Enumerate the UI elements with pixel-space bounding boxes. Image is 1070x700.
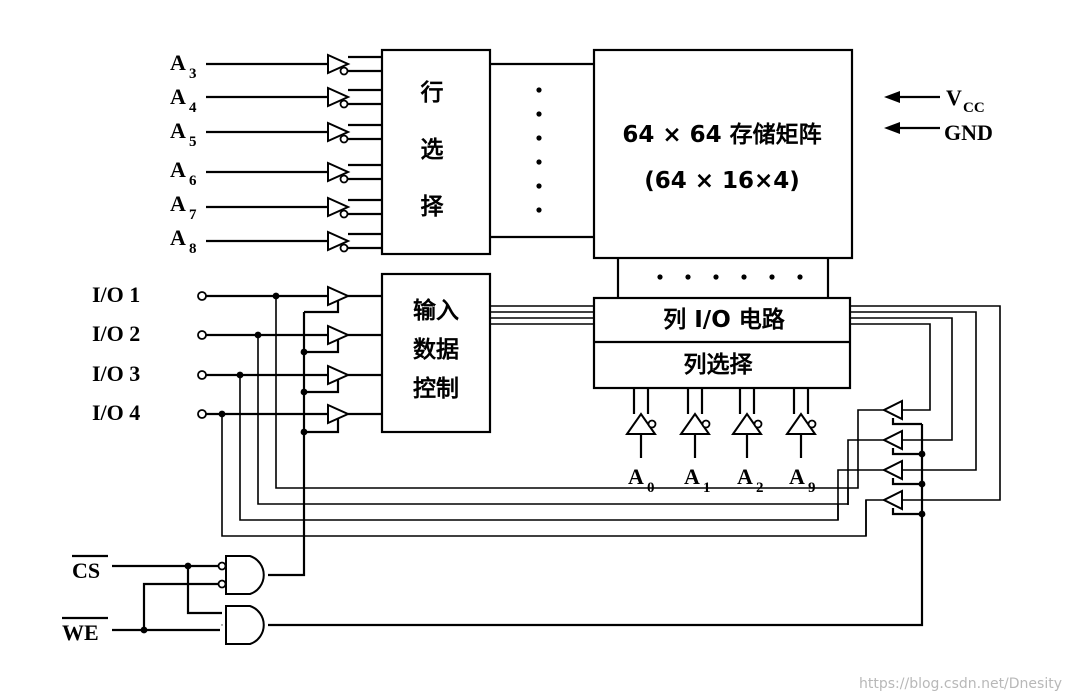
address-label: A xyxy=(170,191,186,216)
gnd-arrow-icon xyxy=(884,122,900,134)
address-label: A xyxy=(789,464,805,489)
address-subscript: 3 xyxy=(189,66,197,82)
address-subscript: 7 xyxy=(189,207,197,223)
column-address-a9: A 9 xyxy=(789,464,816,496)
address-label: A xyxy=(170,225,186,250)
control-logic: CS WE xyxy=(62,554,265,645)
address-label: A xyxy=(628,464,644,489)
memory-array-title: 64 × 64 存储矩阵 xyxy=(622,121,821,148)
io-pin-3-label: I/O 3 xyxy=(92,361,140,386)
row-address-buffers xyxy=(206,53,382,253)
column-io-label: 列 I/O 电路 xyxy=(663,306,786,333)
row-address-a7: A 7 xyxy=(170,191,197,223)
address-subscript: 4 xyxy=(189,100,197,116)
output-path xyxy=(218,292,1001,627)
io-pin-1-label: I/O 1 xyxy=(92,282,140,307)
io-pin-2-label: I/O 2 xyxy=(92,321,140,346)
column-address-a1: A 1 xyxy=(684,464,711,496)
address-label: A xyxy=(170,118,186,143)
address-label: A xyxy=(170,157,186,182)
row-address-inputs: A 3 A 4 A 5 A 6 A 7 A 8 xyxy=(170,50,382,257)
power-pins: V CC GND xyxy=(884,85,993,145)
row-address-a5: A 5 xyxy=(170,118,197,150)
row-select-char-3: 择 xyxy=(421,194,445,220)
column-select-label: 列选择 xyxy=(684,352,754,378)
gnd-label: GND xyxy=(944,120,993,145)
column-io-block: 列 I/O 电路 列选择 xyxy=(592,296,852,390)
address-label: A xyxy=(170,50,186,75)
io-pin-4-label: I/O 4 xyxy=(92,400,140,425)
we-label: WE xyxy=(62,620,99,645)
vcc-subscript: CC xyxy=(963,100,985,116)
input-data-control-block: 输入 数据 控制 xyxy=(380,272,492,434)
address-label: A xyxy=(170,84,186,109)
address-label: A xyxy=(737,464,753,489)
column-address-a2: A 2 xyxy=(737,464,764,496)
and-gate-write xyxy=(225,555,265,595)
row-select-char-2: 选 xyxy=(421,137,444,163)
vcc-label: V xyxy=(946,85,962,110)
column-lines xyxy=(616,258,830,298)
address-label: A xyxy=(684,464,700,489)
memory-array-block: 64 × 64 存储矩阵 (64 × 16×4) xyxy=(592,48,854,260)
column-address-inputs: A 0 A 1 A 2 A 9 xyxy=(628,464,816,496)
io-pins: I/O 1 I/O 2 I/O 3 I/O 4 xyxy=(92,282,328,425)
address-subscript: 6 xyxy=(189,173,197,189)
vcc-arrow-icon xyxy=(884,91,900,103)
input-data-control-line-2: 数据 xyxy=(413,337,459,363)
memory-array-subtitle: (64 × 16×4) xyxy=(644,168,800,194)
input-buffers xyxy=(268,285,382,577)
row-select-block: 行 选 择 xyxy=(380,48,492,256)
address-subscript: 5 xyxy=(189,134,197,150)
row-address-a6: A 6 xyxy=(170,157,197,189)
row-address-a8: A 8 xyxy=(170,225,197,257)
row-address-a3: A 3 xyxy=(170,50,197,82)
row-select-char-1: 行 xyxy=(420,79,444,106)
watermark-text: https://blog.csdn.net/Dnesity xyxy=(859,676,1062,692)
row-address-a4: A 4 xyxy=(170,84,197,116)
and-gate-read xyxy=(225,605,265,645)
data-bus xyxy=(490,305,594,325)
cs-label: CS xyxy=(72,558,100,583)
row-lines xyxy=(490,62,594,239)
column-address-buffers xyxy=(625,388,817,458)
column-address-a0: A 0 xyxy=(628,464,655,496)
address-subscript: 8 xyxy=(189,241,197,257)
input-data-control-line-3: 控制 xyxy=(413,375,459,402)
input-data-control-line-1: 输入 xyxy=(413,297,459,324)
